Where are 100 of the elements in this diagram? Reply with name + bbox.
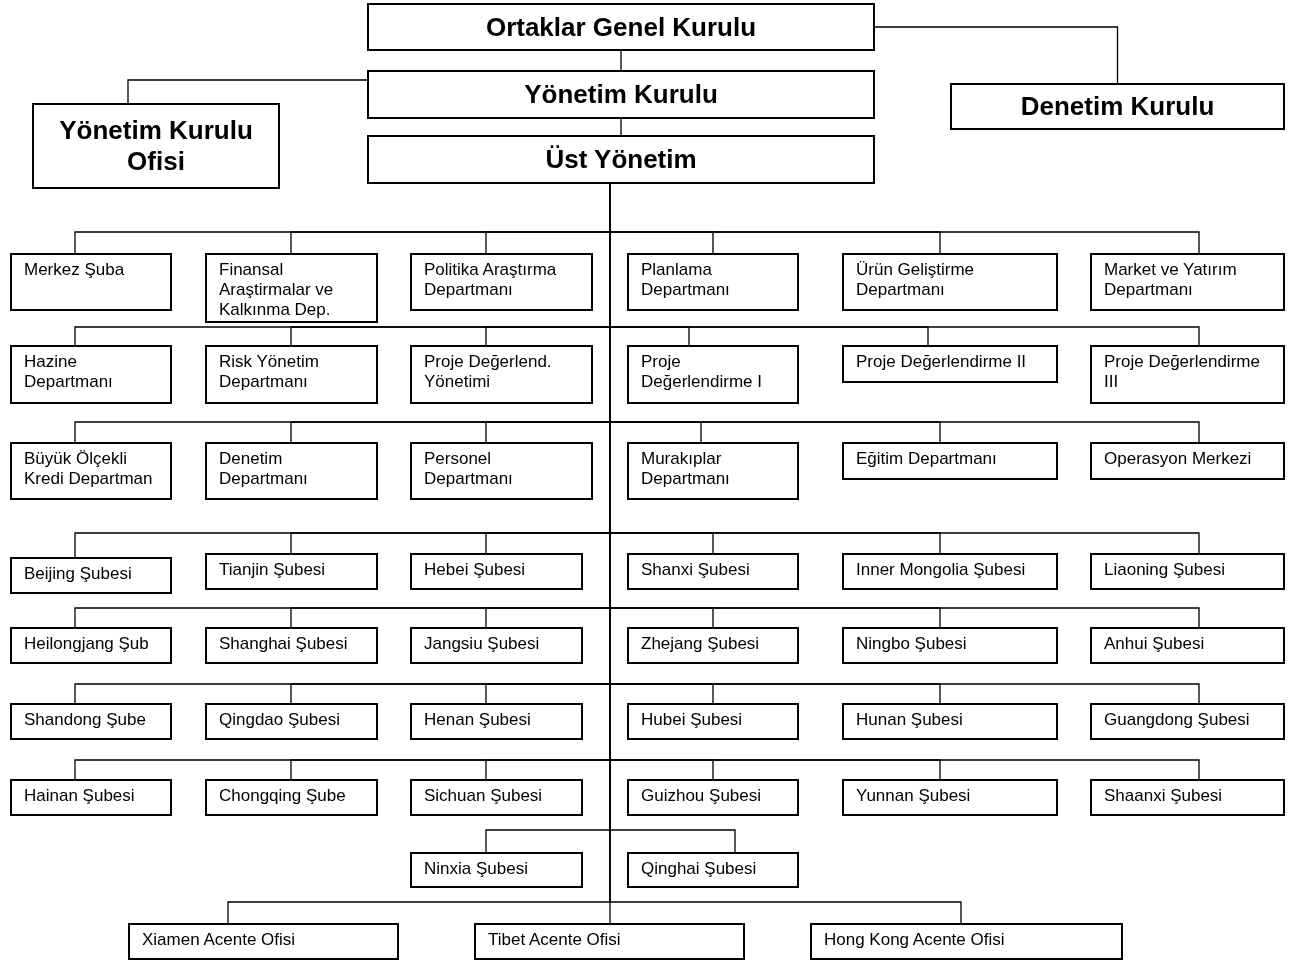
box-label: Murakıplar Departmanı — [641, 449, 731, 489]
box-label: Yönetim Kurulu Ofisi — [58, 115, 254, 177]
box-label: Qingdao Şubesi — [219, 710, 341, 730]
org-box — [410, 345, 593, 404]
box-label: Shanghai Şubesi — [219, 634, 349, 654]
connector-line — [620, 50, 622, 71]
box-label: Büyük Ölçekli Kredi Departman — [24, 449, 154, 489]
org-box — [10, 557, 172, 594]
box-label: Eğitim Departmanı — [856, 449, 998, 469]
box-label: Yunnan Şubesi — [856, 786, 972, 806]
box-label: Jangsiu Şubesi — [424, 634, 541, 654]
box-label: Risk Yönetim Departmanı — [219, 352, 320, 392]
org-box — [842, 345, 1058, 383]
box-label: Ortaklar Genel Kurulu — [485, 11, 757, 43]
box-label: Üst Yönetim — [545, 144, 697, 175]
org-box — [842, 627, 1058, 664]
org-box — [842, 253, 1058, 311]
org-box — [367, 3, 875, 51]
org-box — [1090, 779, 1285, 816]
box-label: Hunan Şubesi — [856, 710, 964, 730]
box-label: Proje Değerlendirme I — [641, 352, 763, 392]
org-box — [410, 253, 593, 311]
org-box — [842, 779, 1058, 816]
box-label: Ningbo Şubesi — [856, 634, 968, 654]
org-box — [1090, 345, 1285, 404]
org-box — [10, 253, 172, 311]
org-box — [627, 345, 799, 404]
org-box — [1090, 703, 1285, 740]
org-box — [367, 135, 875, 184]
org-box — [367, 70, 875, 119]
box-label: Hebei Şubesi — [424, 560, 527, 580]
org-box — [205, 345, 378, 404]
org-box — [410, 553, 583, 590]
org-box — [1090, 553, 1285, 590]
box-label: Ninxia Şubesi — [424, 859, 529, 879]
box-label: Hubei Şubesi — [641, 710, 744, 730]
org-box — [627, 627, 799, 664]
box-label: Qinghai Şubesi — [641, 859, 758, 879]
box-label: Denetim Departmanı — [219, 449, 309, 489]
box-label: Hong Kong Acente Ofisi — [824, 930, 1006, 950]
box-label: Liaoning Şubesi — [1104, 560, 1226, 580]
box-label: Hazine Departmanı — [24, 352, 114, 392]
org-box — [32, 103, 280, 189]
org-box — [10, 703, 172, 740]
org-box — [128, 923, 399, 960]
box-label: Hainan Şubesi — [24, 786, 136, 806]
box-label: Tibet Acente Ofisi — [488, 930, 622, 950]
org-box — [10, 779, 172, 816]
org-box — [205, 703, 378, 740]
connector-line — [874, 26, 1119, 84]
org-box — [205, 779, 378, 816]
box-label: Personel Departmanı — [424, 449, 514, 489]
box-label: Yönetim Kurulu — [524, 79, 718, 110]
box-label: Inner Mongolia Şubesi — [856, 560, 1027, 580]
box-label: Beijing Şubesi — [24, 564, 133, 584]
org-box — [10, 627, 172, 664]
box-label: Heilongjang Şub — [24, 634, 150, 654]
org-box — [1090, 627, 1285, 664]
org-box — [627, 779, 799, 816]
org-box — [410, 779, 583, 816]
box-label: Tianjin Şubesi — [219, 560, 327, 580]
box-label: Shaanxi Şubesi — [1104, 786, 1224, 806]
box-label: Shandong Şube — [24, 710, 147, 730]
org-box — [627, 703, 799, 740]
box-label: Ürün Geliştirme Departmanı — [856, 260, 976, 300]
org-box — [627, 253, 799, 311]
org-box — [627, 553, 799, 590]
org-box — [474, 923, 745, 960]
org-box — [205, 442, 378, 500]
org-box — [810, 923, 1123, 960]
org-box — [410, 852, 583, 888]
box-label: Operasyon Merkezi — [1104, 449, 1253, 469]
box-label: Xiamen Acente Ofisi — [142, 930, 297, 950]
org-box — [627, 442, 799, 500]
org-box — [410, 703, 583, 740]
box-label: Shanxi Şubesi — [641, 560, 751, 580]
connector-line — [609, 183, 962, 924]
box-label: Zhejang Şubesi — [641, 634, 761, 654]
box-label: Anhui Şubesi — [1104, 634, 1206, 654]
connector-line — [620, 118, 622, 136]
box-label: Proje Değerlend. Yönetimi — [424, 352, 553, 392]
box-label: Market ve Yatırım Departmanı — [1104, 260, 1238, 300]
org-box — [10, 345, 172, 404]
org-box — [842, 703, 1058, 740]
box-label: Denetim Kurulu — [1020, 91, 1215, 122]
box-label: Merkez Şuba — [24, 260, 126, 280]
box-label: Planlama Departmanı — [641, 260, 731, 300]
org-box — [10, 442, 172, 500]
box-label: Sichuan Şubesi — [424, 786, 544, 806]
connector-line — [127, 79, 368, 104]
box-label: Chongqing Şube — [219, 786, 347, 806]
org-box — [410, 442, 593, 500]
org-box — [842, 442, 1058, 480]
box-label: Proje Değerlendirme III — [1104, 352, 1261, 392]
box-label: Guizhou Şubesi — [641, 786, 763, 806]
org-box — [1090, 442, 1285, 480]
org-box — [627, 852, 799, 888]
org-box — [410, 627, 583, 664]
org-box — [842, 553, 1058, 590]
org-box — [205, 253, 378, 323]
